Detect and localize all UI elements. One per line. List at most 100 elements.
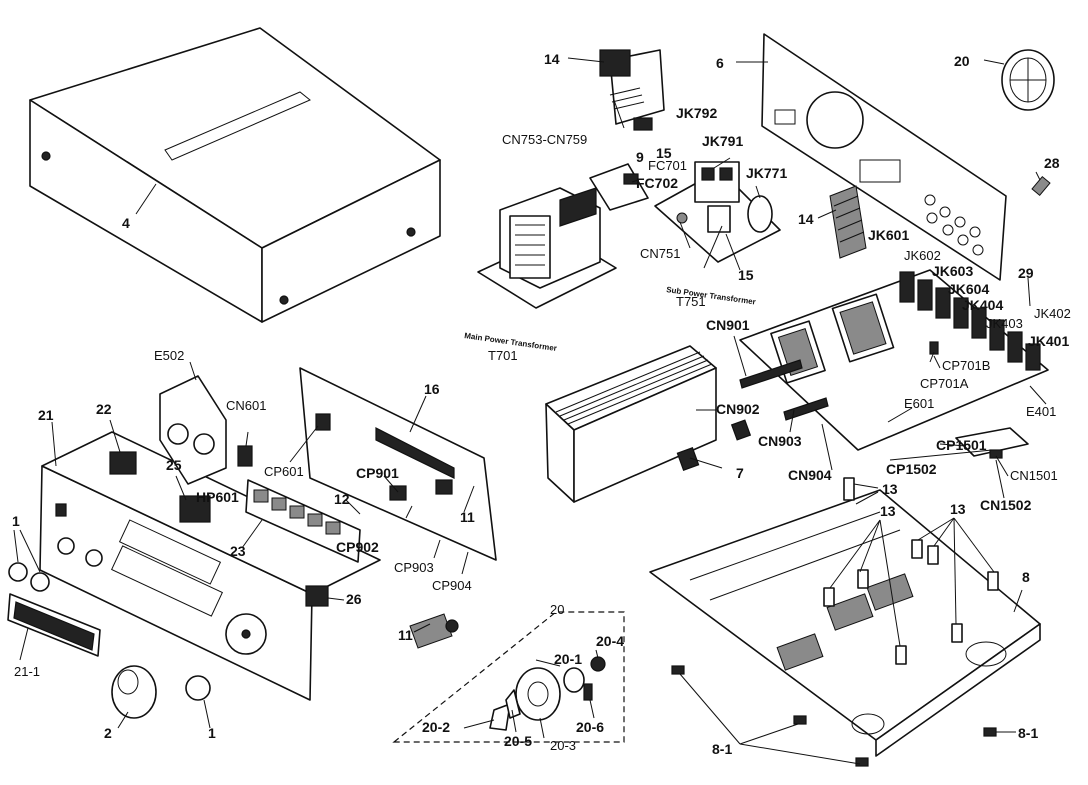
label-1-left: 1 — [12, 513, 20, 529]
label-jk401: JK401 — [1028, 333, 1069, 349]
label-26: 26 — [346, 591, 362, 607]
label-jk604: JK604 — [948, 281, 989, 297]
label-11-upper: 11 — [460, 509, 475, 525]
label-fc701: FC701 — [648, 158, 687, 173]
cn601 — [237, 445, 253, 467]
label-6: 6 — [716, 55, 724, 71]
label-20-6: 20-6 — [576, 719, 604, 735]
label-cp701a: CP701A — [920, 376, 969, 391]
feet — [671, 665, 997, 767]
label-21-1: 21-1 — [14, 664, 40, 679]
fc-bracket — [589, 163, 649, 211]
label-13-upper: 13 — [882, 481, 898, 497]
label-cn1501: CN1501 — [1010, 468, 1058, 483]
label-fc702: FC702 — [636, 175, 678, 191]
label-jk771: JK771 — [746, 165, 787, 181]
label-21: 21 — [38, 407, 54, 423]
label-20-1: 20-1 — [554, 651, 582, 667]
label-11-lower: 11 — [398, 627, 413, 643]
label-jk602: JK602 — [904, 248, 941, 263]
label-cn902: CN902 — [716, 401, 760, 417]
label-cp1501: CP1501 — [936, 437, 987, 453]
heat-sink — [545, 345, 752, 503]
harness-14 — [829, 185, 867, 259]
front-panel — [39, 431, 381, 701]
part-22 — [109, 451, 137, 475]
label-13-mid: 13 — [880, 503, 896, 519]
label-cn753-cn759: CN753-CN759 — [502, 132, 587, 147]
label-1-bottom: 1 — [208, 725, 216, 741]
label-cn751: CN751 — [640, 246, 680, 261]
label-e502: E502 — [154, 348, 184, 363]
cn753-board — [599, 49, 665, 131]
bottom-chassis — [649, 489, 1041, 757]
label-20-top: 20 — [954, 53, 970, 69]
label-cn903: CN903 — [758, 433, 802, 449]
label-e401: E401 — [1026, 404, 1056, 419]
leader-lines — [13, 57, 1047, 765]
sub-transformer-board — [654, 161, 781, 263]
label-e601: E601 — [904, 396, 934, 411]
label-jk403: JK403 — [986, 316, 1023, 331]
label-cp903: CP903 — [394, 560, 434, 575]
label-hp601: HP601 — [196, 489, 239, 505]
label-8: 8 — [1022, 569, 1030, 585]
label-cn1502: CN1502 — [980, 497, 1032, 513]
main-pcb — [739, 269, 1049, 451]
label-13-right: 13 — [950, 501, 966, 517]
label-jk792: JK792 — [676, 105, 717, 121]
label-20-assembly: 20 — [550, 602, 564, 617]
callout-labels: 4 14 CN753-CN759 6 20 JK792 15 JK791 9 F… — [12, 51, 1071, 757]
part-25 — [179, 495, 211, 523]
top-cover — [29, 27, 441, 323]
front-pcb — [299, 367, 497, 561]
label-jk402: JK402 — [1034, 306, 1071, 321]
label-4: 4 — [122, 215, 130, 231]
part-26 — [305, 585, 329, 607]
label-jk603: JK603 — [932, 263, 973, 279]
label-cn601: CN601 — [226, 398, 266, 413]
label-2: 2 — [104, 725, 112, 741]
label-cp601: CP601 — [264, 464, 304, 479]
label-cp901: CP901 — [356, 465, 399, 481]
label-cp701b: CP701B — [942, 358, 990, 373]
label-14-mid: 14 — [798, 211, 814, 227]
label-14-top: 14 — [544, 51, 560, 67]
label-jk404: JK404 — [962, 297, 1003, 313]
label-29: 29 — [1018, 265, 1034, 281]
label-jk601: JK601 — [868, 227, 909, 243]
label-15-mid: 15 — [738, 267, 754, 283]
label-20-2: 20-2 — [422, 719, 450, 735]
volume-knob — [111, 665, 157, 719]
cable-11 — [409, 613, 459, 649]
label-cn901: CN901 — [706, 317, 750, 333]
screw-28 — [1031, 175, 1051, 197]
main-transformer — [477, 187, 617, 309]
e502-bracket — [159, 375, 227, 485]
label-16: 16 — [424, 381, 440, 397]
label-28: 28 — [1044, 155, 1060, 171]
small-knobs — [8, 562, 211, 701]
fan-assembly — [392, 611, 625, 743]
label-25: 25 — [166, 457, 182, 473]
rear-panel — [761, 33, 1007, 281]
label-12: 12 — [334, 491, 350, 507]
label-cn904: CN904 — [788, 467, 832, 483]
label-22: 22 — [96, 401, 112, 417]
label-t751: T751 — [676, 294, 706, 309]
fan-duct — [1001, 49, 1055, 111]
label-7: 7 — [736, 465, 744, 481]
label-t701: T701 — [488, 348, 518, 363]
label-jk791: JK791 — [702, 133, 743, 149]
label-cp1502: CP1502 — [886, 461, 937, 477]
button-strip — [245, 479, 361, 563]
label-8-1-right: 8-1 — [1018, 725, 1038, 741]
label-cp904: CP904 — [432, 578, 472, 593]
label-8-1-left: 8-1 — [712, 741, 732, 757]
label-15-top: 15 — [656, 145, 672, 161]
label-20-4: 20-4 — [596, 633, 624, 649]
cn1501-board — [955, 427, 1029, 459]
label-20-5: 20-5 — [504, 733, 532, 749]
spacers — [823, 477, 999, 665]
